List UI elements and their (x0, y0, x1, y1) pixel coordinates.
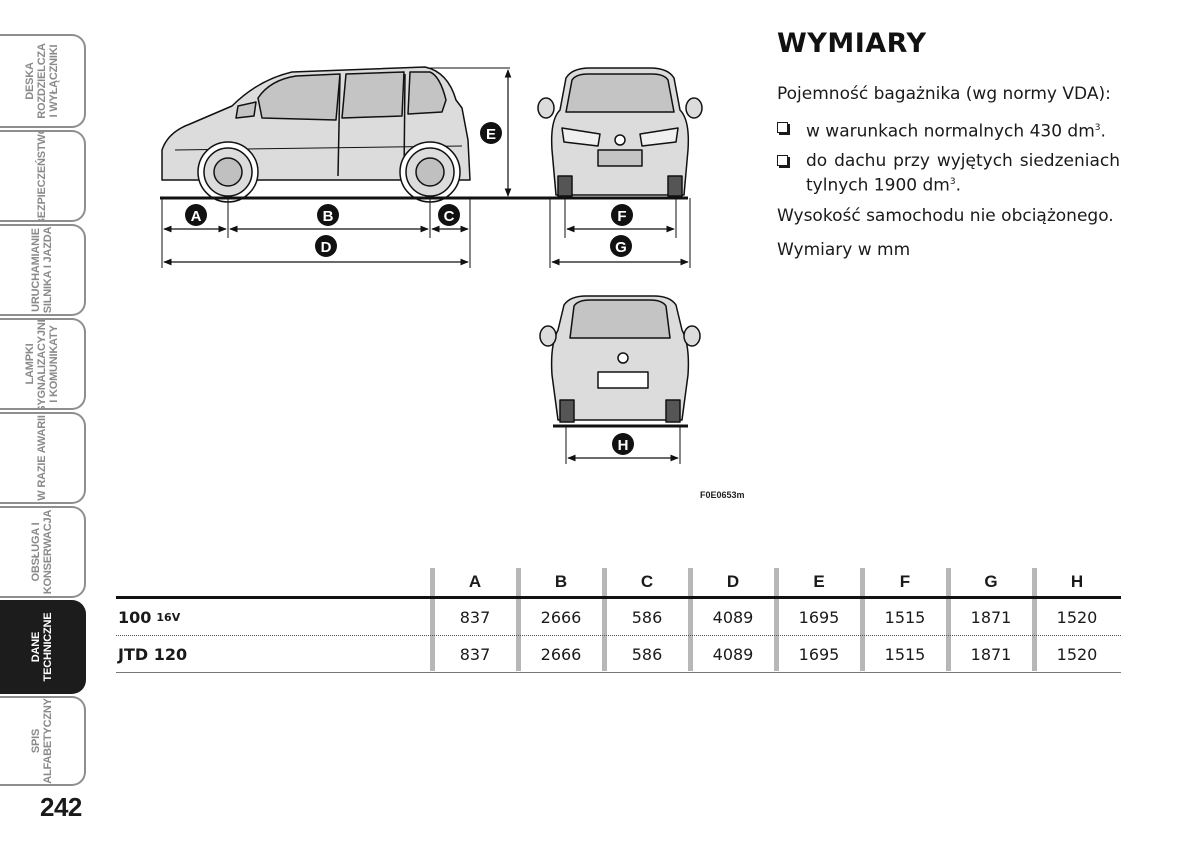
tab-label: URUCHAMIANIE SILNIKA I JAZDA (30, 226, 54, 314)
trunk-capacity-label: Pojemność bagażnika (wg normy VDA): (777, 84, 1111, 104)
column-divider (602, 568, 607, 671)
svg-text:G: G (615, 239, 627, 256)
row-label: JTD 120 (118, 636, 192, 672)
header-cell: A (468, 572, 482, 591)
column-divider (516, 568, 521, 671)
dimension-marker-a: A (185, 204, 207, 226)
table-cell: 2666 (540, 644, 582, 664)
checkbox-bullet-icon (777, 122, 788, 133)
engine-name: 100 (118, 607, 152, 627)
dimension-marker-f: F (611, 204, 633, 226)
car-side-view (161, 66, 471, 203)
svg-text:H: H (618, 437, 629, 454)
table-cell: 1515 (884, 644, 926, 664)
table-cell: 1520 (1056, 644, 1098, 664)
table-cell: 1515 (884, 607, 926, 627)
header-cell: E (813, 572, 825, 591)
table-cell: 1695 (798, 644, 840, 664)
header-cell: G (984, 572, 998, 591)
tab-label: W RAZIE AWARII (36, 415, 48, 501)
dimension-marker-c: C (438, 204, 460, 226)
bullet-superscript: 3 (1094, 123, 1101, 133)
dimensions-diagram: A B C D E F G H (160, 66, 703, 464)
bullet-end: . (1100, 121, 1106, 142)
car-front-view (537, 67, 703, 197)
units-note: Wymiary w mm (777, 240, 911, 260)
bullet-text: do dachu przy wyjętych siedzeniach tylny… (806, 151, 1120, 196)
table-cell: 1695 (798, 607, 840, 627)
tab-label: DANE TECHNICZNE (30, 612, 54, 682)
tab-obsluga[interactable]: OBSŁUGA I KONSERWACJA (0, 506, 86, 598)
bullet-end: . (955, 175, 961, 196)
tab-uruchamianie[interactable]: URUCHAMIANIE SILNIKA I JAZDA (0, 224, 86, 316)
dimension-marker-d: D (315, 235, 337, 257)
height-note: Wysokość samochodu nie obciążonego. (777, 206, 1114, 226)
table-row: JTD 120 837 2666 586 4089 1695 1515 1871… (116, 636, 1121, 673)
table-cell: 586 (631, 644, 663, 664)
tab-deska-rozdzielcza[interactable]: DESKA ROZDZIELCZA I WYŁĄCZNIKI (0, 34, 86, 128)
table-cell: 2666 (540, 607, 582, 627)
tab-label: SPIS ALFABETYCZNY (30, 698, 54, 784)
header-cell: B (554, 572, 568, 591)
tab-w-razie-awarii[interactable]: W RAZIE AWARII (0, 412, 86, 504)
header-cell: F (899, 572, 911, 591)
header-cell: C (640, 572, 654, 591)
table-header: A B C D E F G H (116, 568, 1121, 599)
tab-label: OBSŁUGA I KONSERWACJA (30, 509, 54, 595)
svg-text:E: E (486, 126, 496, 143)
tab-dane-techniczne[interactable]: DANE TECHNICZNE (0, 600, 86, 694)
svg-text:C: C (444, 208, 455, 225)
tab-label: DESKA ROZDZIELCZA I WYŁĄCZNIKI (24, 43, 60, 119)
tab-label: BEZPIECZEŃSTWO (36, 130, 48, 222)
svg-text:F: F (617, 208, 626, 225)
tab-spis-alfabetyczny[interactable]: SPIS ALFABETYCZNY (0, 696, 86, 786)
figure-code: F0E0653m (700, 490, 745, 500)
engine-suffix: 16V (156, 610, 181, 624)
table-cell: 1871 (970, 644, 1012, 664)
section-title: WYMIARY (777, 28, 927, 59)
dimension-marker-b: B (317, 204, 339, 226)
tab-bezpieczenstwo[interactable]: BEZPIECZEŃSTWO (0, 130, 86, 222)
row-label: 100 16V (118, 599, 180, 635)
svg-text:B: B (323, 208, 334, 225)
table-cell: 837 (459, 607, 491, 627)
header-cell: H (1070, 572, 1084, 591)
table-cell: 586 (631, 607, 663, 627)
dimension-marker-e: E (480, 122, 502, 144)
tab-label: LAMPKI SYGNALIZACYJNE I KOMUNIKATY (24, 318, 60, 410)
column-divider (946, 568, 951, 671)
column-divider (688, 568, 693, 671)
svg-text:A: A (191, 208, 202, 225)
svg-text:D: D (321, 239, 332, 256)
car-rear-view (539, 295, 701, 423)
tab-lampki[interactable]: LAMPKI SYGNALIZACYJNE I KOMUNIKATY (0, 318, 86, 410)
column-divider (860, 568, 865, 671)
bullet-text: w warunkach normalnych 430 dm (806, 121, 1095, 142)
bullet-superscript: 3 (949, 177, 956, 187)
table-cell: 4089 (712, 644, 754, 664)
header-cell: D (726, 572, 740, 591)
checkbox-bullet-icon (777, 155, 788, 166)
table-cell: 4089 (712, 607, 754, 627)
column-divider (430, 568, 435, 671)
table-cell: 1871 (970, 607, 1012, 627)
table-cell: 1520 (1056, 607, 1098, 627)
column-divider (1032, 568, 1037, 671)
dimension-marker-g: G (610, 235, 632, 257)
column-divider (774, 568, 779, 671)
page-number: 242 (40, 792, 82, 822)
engine-name: JTD 120 (118, 644, 188, 664)
dimension-marker-h: H (612, 433, 634, 455)
table-cell: 837 (459, 644, 491, 664)
